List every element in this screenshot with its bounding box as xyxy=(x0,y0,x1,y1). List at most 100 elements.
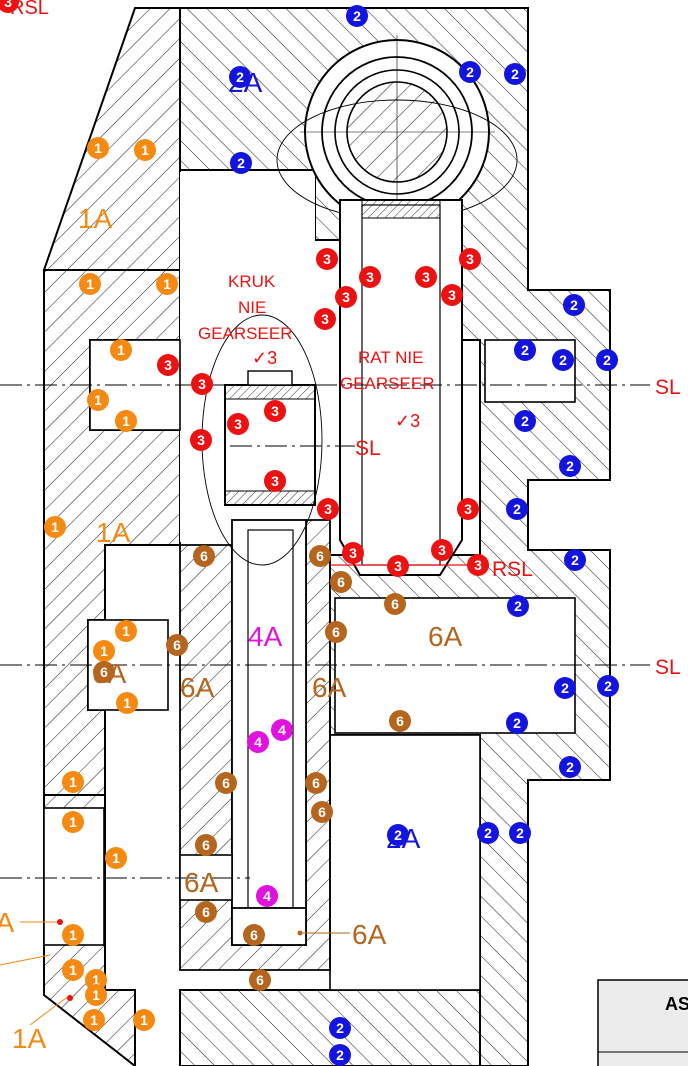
red-marker-18: 3 xyxy=(431,539,453,561)
blue-marker-label: 2 xyxy=(566,759,574,775)
title-block-header: AS xyxy=(665,994,688,1014)
orange-marker-7: 1 xyxy=(115,410,137,432)
blue-marker-9: 2 xyxy=(596,349,618,371)
orange-marker-label: 1 xyxy=(117,342,125,358)
orange-marker-12: 1 xyxy=(62,771,84,793)
orange-marker-label: 1 xyxy=(112,850,120,866)
magenta-marker-label: 4 xyxy=(254,734,262,750)
magenta-marker-2: 4 xyxy=(247,731,269,753)
brown-marker-13: 6 xyxy=(195,901,217,923)
brown-marker-label: 6 xyxy=(316,548,324,564)
blue-marker-21: 2 xyxy=(509,822,531,844)
orange-marker-2: 1 xyxy=(134,139,156,161)
red-marker-3: 3 xyxy=(359,266,381,288)
orange-marker-label: 1 xyxy=(94,392,102,408)
tag-1a-left-edge: 1A xyxy=(0,907,15,938)
brown-marker-10: 6 xyxy=(305,772,327,794)
blue-marker-label: 2 xyxy=(336,1047,344,1063)
tag-1a-upper: 1A xyxy=(78,203,113,234)
brown-marker-label: 6 xyxy=(337,574,345,590)
blue-marker-label: 2 xyxy=(570,297,578,313)
brown-marker-4: 6 xyxy=(384,593,406,615)
orange-marker-20: 1 xyxy=(133,1009,155,1031)
orange-marker-label: 1 xyxy=(140,1012,148,1028)
brown-marker-label: 6 xyxy=(202,904,210,920)
pinion-top-hatch xyxy=(224,384,316,400)
orange-marker-label: 1 xyxy=(94,140,102,156)
brown-marker-label: 6 xyxy=(256,972,264,988)
red-marker-2: 3 xyxy=(459,248,481,270)
magenta-marker-1: 4 xyxy=(271,719,293,741)
orange-marker-8: 1 xyxy=(44,516,66,538)
shaft-foot xyxy=(231,907,307,946)
orange-marker-label: 1 xyxy=(122,413,130,429)
blue-marker-3: 2 xyxy=(459,61,481,83)
red-marker-label: 3 xyxy=(342,289,350,305)
orange-marker-4: 1 xyxy=(156,273,178,295)
orange-marker-5: 1 xyxy=(110,339,132,361)
blue-marker-18: 2 xyxy=(559,756,581,778)
blue-marker-6: 2 xyxy=(563,294,585,316)
orange-marker-label: 1 xyxy=(69,814,77,830)
red-marker-label: 3 xyxy=(197,432,205,448)
red-marker-19: 3 xyxy=(467,554,489,576)
rack-top-hatch xyxy=(361,199,441,219)
orange-marker-10: 1 xyxy=(115,620,137,642)
orange-marker-label: 1 xyxy=(86,276,94,292)
blue-marker-label: 2 xyxy=(237,155,245,171)
blue-marker-12: 2 xyxy=(506,498,528,520)
brown-marker-label: 6 xyxy=(396,713,404,729)
sl-center-label: SL xyxy=(355,437,381,460)
magenta-marker-label: 4 xyxy=(278,722,286,738)
red-marker-label: 3 xyxy=(394,558,402,574)
orange-marker-label: 1 xyxy=(90,1012,98,1028)
blue-marker-label: 2 xyxy=(336,1020,344,1036)
red-marker-13: 3 xyxy=(264,470,286,492)
orange-marker-label: 1 xyxy=(122,623,130,639)
orange-marker-18: 1 xyxy=(85,984,107,1006)
pinion-key xyxy=(247,370,293,386)
orange-marker-label: 1 xyxy=(69,962,77,978)
brown-marker-label: 6 xyxy=(100,664,108,680)
blue-marker-label: 2 xyxy=(571,552,579,568)
orange-marker-label: 1 xyxy=(92,987,100,1003)
red-marker-label: 3 xyxy=(321,311,329,327)
blue-marker-label: 2 xyxy=(561,680,569,696)
orange-marker-11: 1 xyxy=(116,692,138,714)
red-marker-label: 3 xyxy=(323,251,331,267)
orange-marker-label: 1 xyxy=(69,774,77,790)
kruk-label-1: KRUK xyxy=(228,272,276,291)
red-marker-label: 3 xyxy=(271,473,279,489)
blue-marker-13: 2 xyxy=(564,549,586,571)
title-block xyxy=(597,979,688,1066)
red-marker-label: 3 xyxy=(349,545,357,561)
orange-marker-19: 1 xyxy=(83,1009,105,1031)
brown-marker-label: 6 xyxy=(312,775,320,791)
brown-marker-label: 6 xyxy=(202,837,210,853)
blue-marker-label: 2 xyxy=(394,827,402,843)
blue-marker-5: 2 xyxy=(230,152,252,174)
tag-6a-right: 6A xyxy=(428,621,463,652)
brown-marker-label: 6 xyxy=(173,637,181,653)
brown-marker-2: 6 xyxy=(309,545,331,567)
blue-marker-7: 2 xyxy=(514,339,536,361)
tag-1a-mid: 1A xyxy=(96,517,131,548)
leader-6a-dot xyxy=(297,930,303,936)
brown-marker-label: 6 xyxy=(222,775,230,791)
brown-marker-1: 6 xyxy=(193,545,215,567)
blue-marker-17: 2 xyxy=(506,712,528,734)
blue-marker-label: 2 xyxy=(521,342,529,358)
red-marker-12: 3 xyxy=(190,429,212,451)
orange-marker-label: 1 xyxy=(92,972,100,988)
orange-marker-6: 1 xyxy=(87,389,109,411)
blue-marker-label: 2 xyxy=(353,8,361,24)
red-marker-4: 3 xyxy=(415,266,437,288)
orange-marker-label: 1 xyxy=(69,927,77,943)
magenta-marker-label: 4 xyxy=(263,888,271,904)
orange-marker-13: 1 xyxy=(62,811,84,833)
blue-marker-label: 2 xyxy=(236,69,244,85)
rsl-top-label: RSL xyxy=(10,0,49,19)
blue-marker-label: 2 xyxy=(511,66,519,82)
blue-marker-label: 2 xyxy=(521,413,529,429)
